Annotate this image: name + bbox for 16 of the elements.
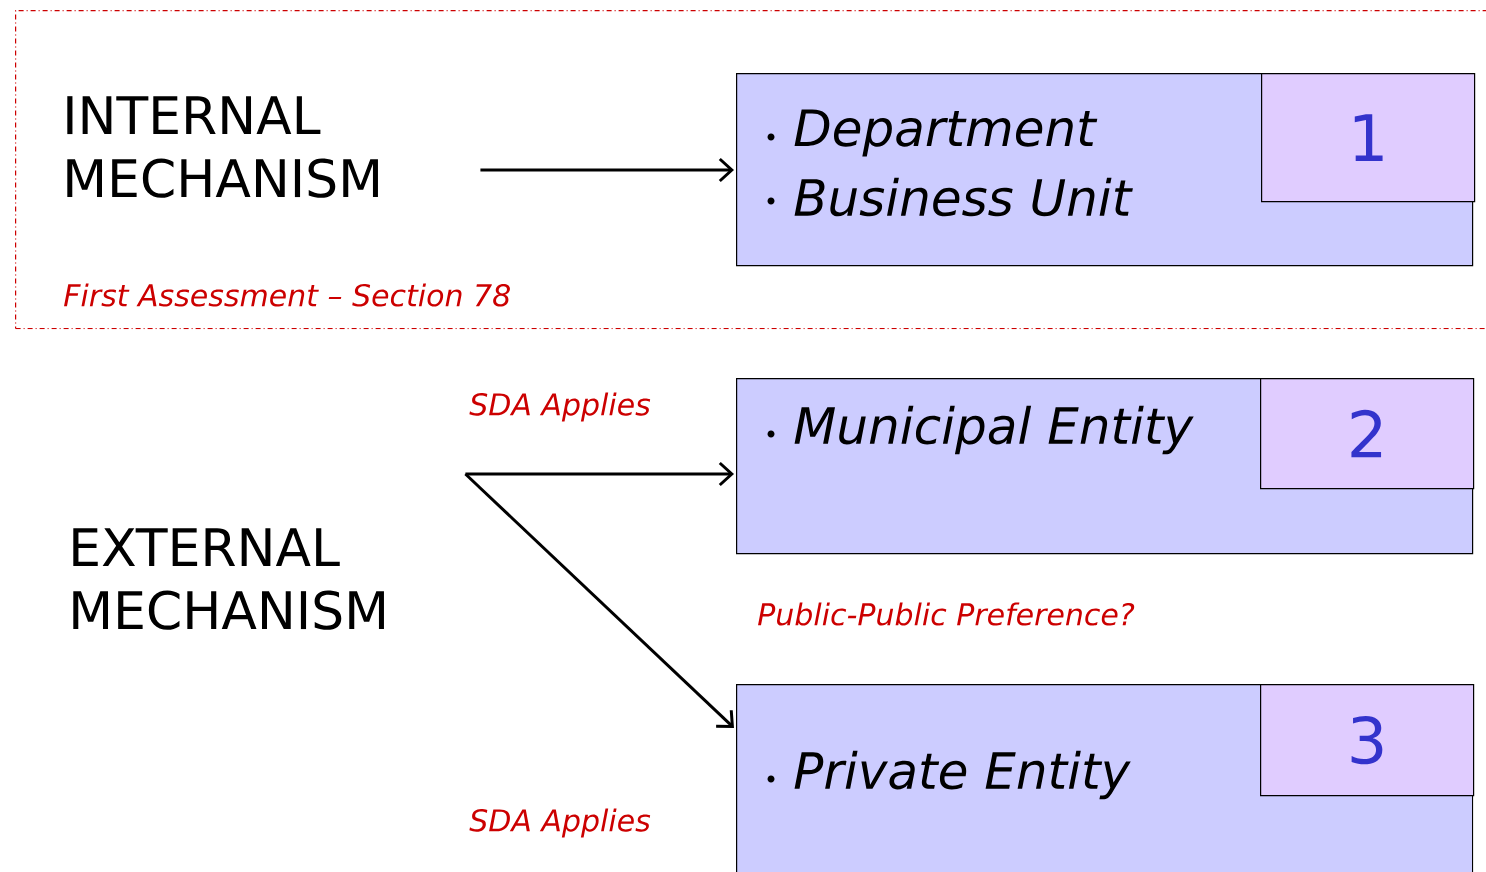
arrow (480, 157, 734, 183)
number-box: 3 (1260, 684, 1475, 797)
arrow (465, 461, 734, 487)
heading: EXTERNAL MECHANISM (73, 528, 384, 630)
entity-name: Private Entity (794, 750, 1131, 800)
heading: INTERNAL MECHANISM (67, 96, 378, 198)
entity-name: Municipal Entity (794, 405, 1194, 455)
number-box: 1 (1261, 73, 1476, 203)
note: Public-Public Preference? (758, 602, 1135, 626)
region-caption: First Assessment – Section 78 (64, 283, 510, 307)
arrow (464, 472, 734, 728)
edge-label: SDA Applies (469, 808, 651, 838)
entity-name: Business Unit (794, 177, 1133, 217)
entity-name: Department (794, 109, 1098, 157)
edge-label: SDA Applies (469, 392, 651, 422)
number-box: 2 (1260, 378, 1475, 490)
